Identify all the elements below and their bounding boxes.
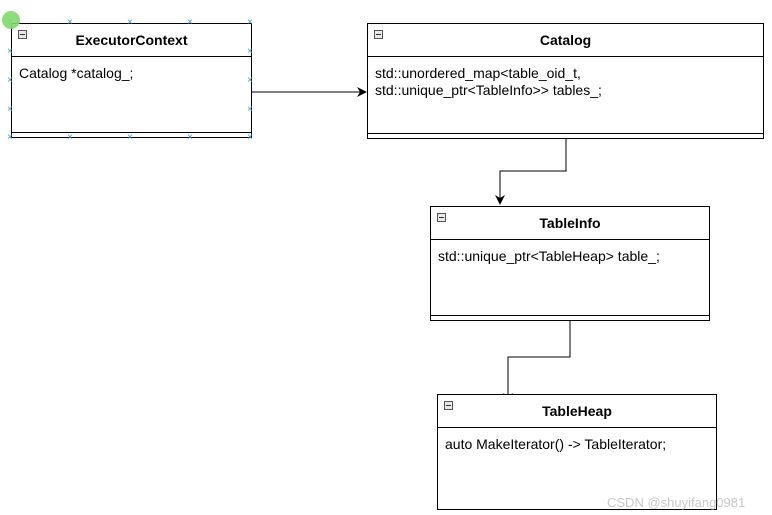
collapse-icon[interactable] [437,213,446,222]
class-name: Catalog [539,32,592,48]
collapse-icon[interactable] [444,401,453,410]
resize-handle[interactable]: × [187,17,193,28]
class-methods-divider [431,315,709,316]
class-name: TableInfo [539,215,601,231]
class-attributes[interactable]: std::unique_ptr<TableHeap> table_; [438,248,660,264]
collapse-icon[interactable] [374,30,383,39]
class-methods-divider [368,133,763,134]
resize-handle[interactable]: × [67,17,73,28]
class-attributes[interactable]: auto MakeIterator() -> TableIterator; [445,436,667,452]
class-name: ExecutorContext [75,32,188,48]
resize-handle[interactable]: × [7,104,13,115]
watermark: CSDN @shuyifang0981 [607,495,746,510]
resize-handle[interactable]: × [7,46,13,57]
class-methods-divider [12,132,251,133]
resize-handle[interactable]: × [7,75,13,86]
class-header[interactable]: TableInfo [431,207,709,240]
resize-handle[interactable]: × [247,132,253,143]
resize-handle[interactable]: × [127,17,133,28]
class-box-catalog[interactable]: Catalog std::unordered_map<table_oid_t, … [367,23,764,139]
resize-handle[interactable]: × [247,75,253,86]
resize-handle[interactable]: × [247,17,253,28]
class-name: TableHeap [542,403,612,419]
resize-handle[interactable]: × [187,132,193,143]
class-header[interactable]: Catalog [368,24,763,57]
class-attributes[interactable]: Catalog *catalog_; [19,65,134,81]
collapse-icon[interactable] [18,30,27,39]
rotate-handle[interactable] [2,11,20,29]
class-attributes[interactable]: std::unordered_map<table_oid_t, std::uni… [375,65,602,98]
class-box-tableheap[interactable]: TableHeap auto MakeIterator() -> TableIt… [437,394,717,510]
class-box-tableinfo[interactable]: TableInfo std::unique_ptr<TableHeap> tab… [430,206,710,321]
edge-tableinfo-to-tableheap [503,321,571,403]
resize-handle[interactable]: × [7,132,13,143]
class-header[interactable]: ExecutorContext [12,24,251,57]
resize-handle[interactable]: × [247,104,253,115]
resize-handle[interactable]: × [247,46,253,57]
resize-handle[interactable]: × [67,132,73,143]
class-box-executorcontext[interactable]: ExecutorContext Catalog *catalog_; [11,23,252,138]
edge-catalog-to-tableinfo [495,139,567,205]
class-header[interactable]: TableHeap [438,395,716,428]
resize-handle[interactable]: × [127,132,133,143]
